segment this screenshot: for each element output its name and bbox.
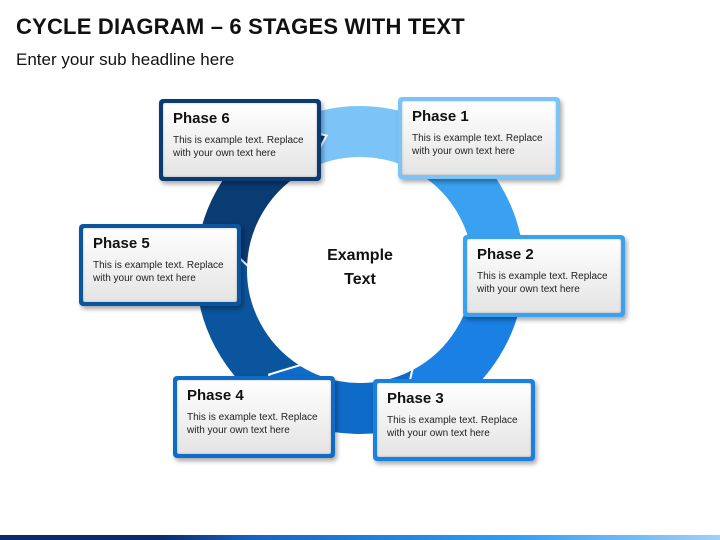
phase-3-card-body: Phase 3 This is example text. Replace wi… — [377, 383, 531, 457]
phase-5-title: Phase 5 — [93, 235, 150, 252]
phase-2-text: This is example text. Replace with your … — [477, 271, 608, 295]
phase-4-title: Phase 4 — [187, 387, 244, 404]
phase-1-card[interactable]: Phase 1 This is example text. Replace wi… — [398, 97, 560, 179]
phase-6-card[interactable]: Phase 6 This is example text. Replace wi… — [159, 99, 321, 181]
center-label-line2: Text — [344, 271, 376, 288]
phase-5-card[interactable]: Phase 5 This is example text. Replace wi… — [79, 224, 241, 306]
phase-1-card-body: Phase 1 This is example text. Replace wi… — [402, 101, 556, 175]
phase-1-text: This is example text. Replace with your … — [412, 133, 543, 157]
center-label: Example Text — [300, 244, 420, 292]
page-subtitle: Enter your sub headline here — [16, 50, 235, 69]
phase-6-title: Phase 6 — [173, 110, 230, 127]
phase-1-title: Phase 1 — [412, 108, 469, 125]
phase-5-card-body: Phase 5 This is example text. Replace wi… — [83, 228, 237, 302]
footer-gradient-bar — [0, 535, 720, 540]
phase-3-title: Phase 3 — [387, 390, 444, 407]
phase-4-card-body: Phase 4 This is example text. Replace wi… — [177, 380, 331, 454]
phase-5-text: This is example text. Replace with your … — [93, 260, 224, 284]
phase-3-card[interactable]: Phase 3 This is example text. Replace wi… — [373, 379, 535, 461]
center-label-line1: Example — [327, 247, 393, 264]
phase-3-text: This is example text. Replace with your … — [387, 415, 518, 439]
phase-2-card[interactable]: Phase 2 This is example text. Replace wi… — [463, 235, 625, 317]
phase-6-text: This is example text. Replace with your … — [173, 135, 304, 159]
phase-4-card[interactable]: Phase 4 This is example text. Replace wi… — [173, 376, 335, 458]
phase-4-text: This is example text. Replace with your … — [187, 412, 318, 436]
cycle-center-disc — [249, 159, 471, 381]
phase-2-title: Phase 2 — [477, 246, 534, 263]
phase-2-card-body: Phase 2 This is example text. Replace wi… — [467, 239, 621, 313]
phase-6-card-body: Phase 6 This is example text. Replace wi… — [163, 103, 317, 177]
page-title: CYCLE DIAGRAM – 6 STAGES WITH TEXT — [16, 14, 465, 39]
